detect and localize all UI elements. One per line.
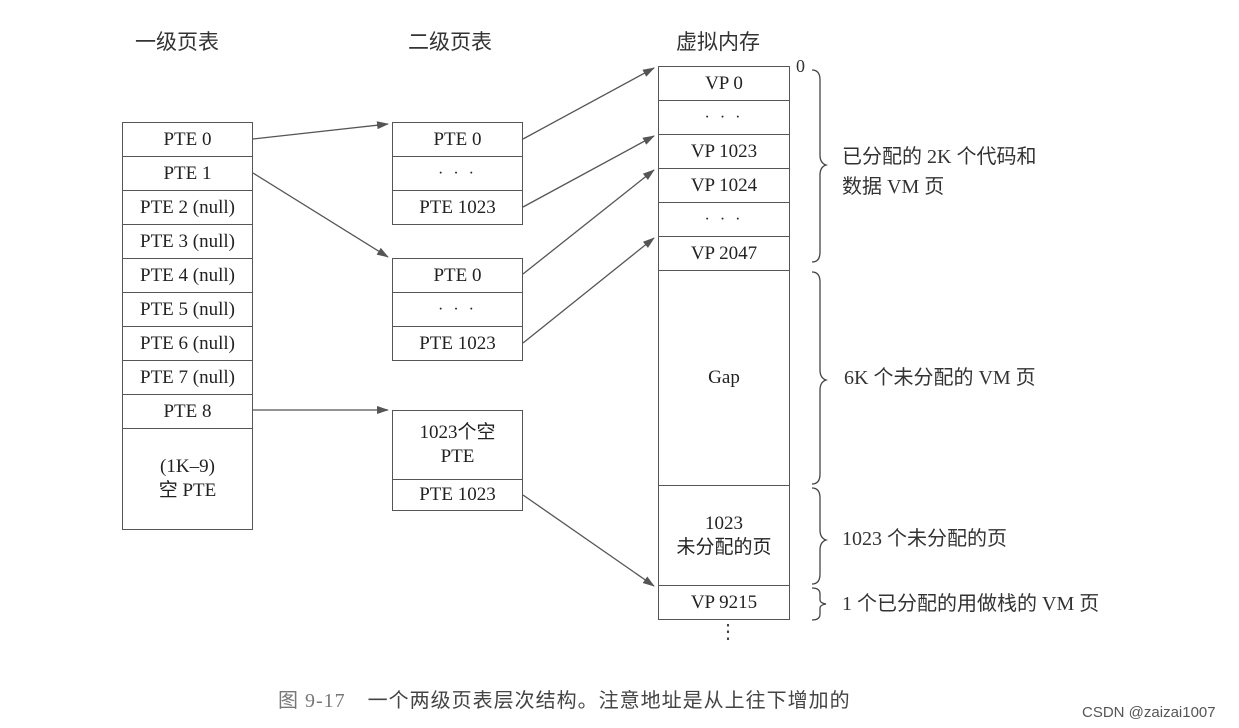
arrow-l2a-pte0-to-vp0	[522, 67, 655, 140]
level1-pte-4: PTE 4 (null)	[122, 258, 253, 293]
brace-allocated	[811, 69, 829, 263]
level1-pte-8: PTE 8	[122, 394, 253, 429]
level1-pte-6: PTE 6 (null)	[122, 326, 253, 361]
figure-number: 图 9-17	[278, 690, 346, 712]
arrow-pte1-to-l2b	[252, 172, 389, 258]
brace-stack	[811, 587, 827, 621]
level1-pte-1: PTE 1	[122, 156, 253, 191]
vm-address-zero: 0	[796, 56, 805, 76]
brace-gap	[811, 271, 829, 485]
figure-caption: 图 9-17 一个两级页表层次结构。注意地址是从上往下增加的	[278, 684, 851, 713]
vm-ellipsis-2: · · ·	[658, 202, 790, 237]
level2a-pte-0: PTE 0	[392, 122, 523, 157]
vm-gap: Gap	[658, 270, 790, 486]
level2b-pte-1023: PTE 1023	[392, 326, 523, 361]
vm-continuation-dots: ⋮	[718, 621, 738, 643]
level1-header: 一级页表	[135, 30, 219, 54]
arrow-l2a-pte1023-to-vp1023	[522, 135, 655, 208]
level1-null-block: (1K–9) 空 PTE	[122, 428, 253, 530]
level2c-pte-1023: PTE 1023	[392, 479, 523, 511]
level1-pte-7: PTE 7 (null)	[122, 360, 253, 395]
arrow-l2b-pte1023-to-vp2047	[522, 237, 655, 344]
arrow-pte0-to-l2a	[252, 121, 389, 140]
vm-vp-9215: VP 9215	[658, 585, 790, 620]
note-stack: 1 个已分配的用做栈的 VM 页	[842, 593, 1100, 615]
level2a-pte-1023: PTE 1023	[392, 190, 523, 225]
level2-header: 二级页表	[408, 30, 492, 54]
note-gap: 6K 个未分配的 VM 页	[844, 367, 1036, 389]
vm-unallocated-block: 1023 未分配的页	[658, 485, 790, 586]
vm-vp-1023: VP 1023	[658, 134, 790, 169]
level2c-null-block: 1023个空 PTE	[392, 410, 523, 480]
vm-header: 虚拟内存	[676, 30, 760, 54]
note-unallocated: 1023 个未分配的页	[842, 528, 1007, 550]
brace-unallocated	[811, 487, 829, 585]
arrow-l2b-pte0-to-vp1024	[522, 169, 655, 275]
level2b-ellipsis: · · ·	[392, 292, 523, 327]
level1-pte-2: PTE 2 (null)	[122, 190, 253, 225]
vm-vp-1024: VP 1024	[658, 168, 790, 203]
watermark: CSDN @zaizai1007	[1082, 704, 1216, 721]
note-allocated: 已分配的 2K 个代码和 数据 VM 页	[842, 146, 1037, 198]
arrow-l2c-pte1023-to-vp9215	[522, 494, 655, 587]
figure-caption-text: 一个两级页表层次结构。注意地址是从上往下增加的	[367, 690, 851, 712]
